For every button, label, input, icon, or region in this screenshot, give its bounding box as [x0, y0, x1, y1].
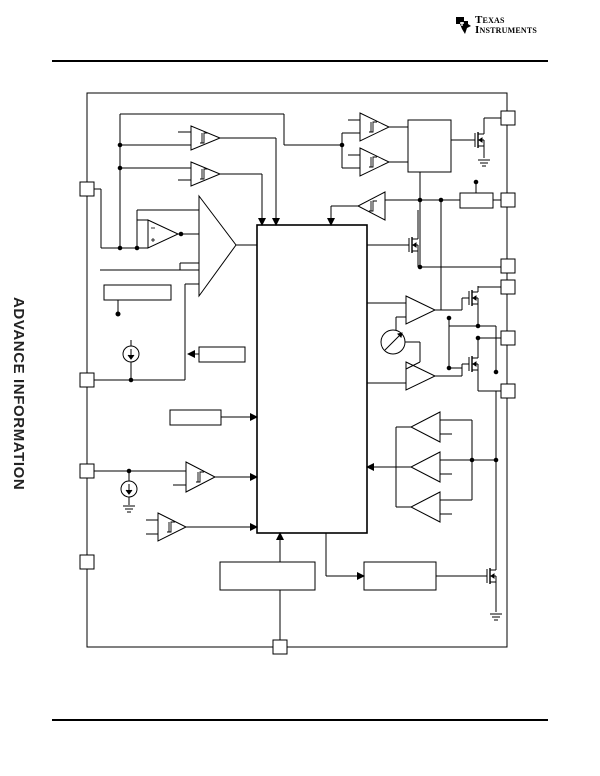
- buffer-amplifier: [147, 219, 180, 249]
- sense-comparator: [356, 191, 386, 221]
- logo-line-2: Instruments: [475, 24, 538, 36]
- logo-line-1: Texas: [475, 14, 505, 26]
- amplifier-b: [409, 451, 441, 483]
- reference-block: [103, 284, 172, 301]
- pin-right-2: [500, 192, 516, 208]
- amplifier-c: [409, 491, 441, 523]
- comparator-2: [190, 161, 222, 187]
- ti-logo: Texas Instruments: [454, 14, 538, 36]
- device-outline: [86, 92, 508, 648]
- pin-left-3: [79, 463, 95, 479]
- bottom-left-block: [219, 561, 316, 591]
- oscillator-block: [169, 409, 222, 426]
- comparator-6: [359, 147, 391, 177]
- pin-right-5: [500, 330, 516, 346]
- pin-right-3: [500, 258, 516, 274]
- bottom-right-block: [363, 561, 437, 591]
- pin-bottom: [272, 639, 288, 655]
- comparator-5: [359, 112, 391, 142]
- error-amplifier: [198, 194, 237, 298]
- top-rule: [52, 60, 548, 62]
- control-logic-block: [256, 224, 368, 534]
- pin-left-1: [79, 181, 95, 197]
- side-label: ADVANCE INFORMATION: [10, 297, 27, 491]
- texas-instruments-logo-icon: [456, 17, 471, 34]
- comparator-1: [190, 125, 222, 151]
- amplifier-a: [409, 411, 441, 443]
- bottom-rule: [52, 719, 548, 721]
- comparator-3: [185, 461, 217, 493]
- pin-right-4: [500, 279, 516, 295]
- pin-right-1: [500, 110, 516, 126]
- gate-driver-1: [405, 295, 437, 325]
- pin-left-4: [79, 554, 95, 570]
- driver-block: [407, 119, 452, 173]
- pin-left-2: [79, 372, 95, 388]
- gate-driver-2: [405, 361, 437, 391]
- bias-block: [198, 346, 246, 363]
- pin-right-6: [500, 383, 516, 399]
- sense-resistor: [459, 192, 494, 209]
- comparator-4: [157, 512, 188, 542]
